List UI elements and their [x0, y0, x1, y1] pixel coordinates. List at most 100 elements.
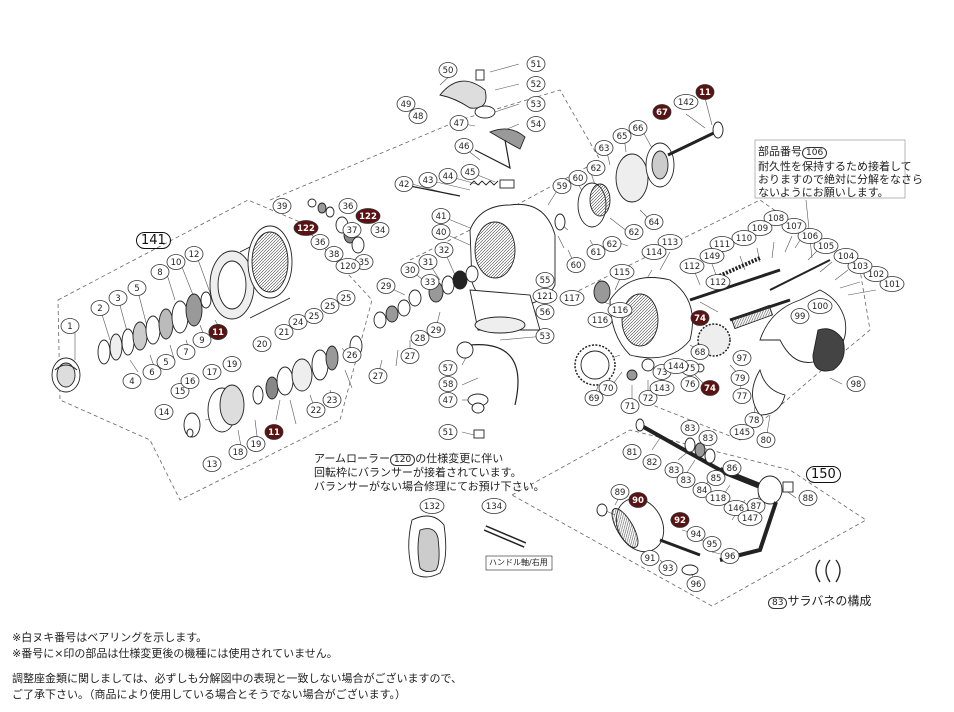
callout-circle [732, 388, 752, 404]
group-141-label: 141 [136, 232, 171, 249]
callout-number: 147 [742, 514, 758, 524]
part-callout-81: 81 [622, 444, 642, 460]
callout-circle [532, 288, 558, 304]
callout-circle [166, 254, 186, 270]
part-callout-23: 23 [322, 392, 342, 408]
callout-number: 92 [674, 516, 686, 526]
note-106-box [754, 139, 906, 199]
callout-number: 76 [685, 380, 696, 390]
callout-number: 28 [415, 334, 426, 344]
callout-circle [641, 244, 667, 260]
part-callout-2: 2 [90, 300, 110, 316]
callout-circle [156, 354, 176, 370]
callout-circle [747, 220, 773, 236]
callout-number: 100 [812, 302, 828, 312]
part-callout-19b: 19 [246, 436, 266, 452]
callout-number: 31 [423, 258, 434, 268]
part-callout-26: 26 [342, 347, 362, 363]
part-callout-25c: 25 [336, 290, 356, 306]
callout-number: 51 [531, 60, 542, 70]
part-callout-64: 64 [644, 214, 664, 230]
callout-circle [584, 390, 604, 406]
callout-circle [658, 560, 678, 576]
callout-number: 7 [183, 348, 188, 358]
callout-circle [706, 470, 726, 486]
note-106-line3: おりますので絶対に分解をなさら [758, 173, 923, 186]
callout-circle [699, 248, 725, 264]
callout-number: 25 [309, 312, 320, 322]
part-callout-83d: 83 [676, 472, 696, 488]
part-callout-114: 114 [641, 244, 667, 260]
callout-number: 103 [852, 262, 868, 272]
callout-circle [680, 376, 700, 392]
callout-circle [720, 548, 740, 564]
callout-number: 11 [268, 428, 280, 438]
part-callout-121: 121 [532, 288, 558, 304]
callout-number: 24 [293, 318, 304, 328]
callout-circle [202, 456, 222, 472]
callout-circle [790, 308, 810, 324]
part-callout-72: 72 [638, 390, 658, 406]
callout-number: 105 [818, 242, 834, 252]
callout-circle [705, 274, 731, 290]
part-callout-107: 107 [781, 218, 807, 234]
part-callout-77: 77 [732, 388, 752, 404]
callout-circle [288, 314, 308, 330]
footer-note-3: 調整座金類に関しましては、必ずしも分解図中の表現と一致しない場合がございますので… [12, 672, 463, 685]
callout-number: 116 [612, 306, 628, 316]
callout-circle [732, 350, 752, 366]
roller-note-line3: バランサーがない場合修理にてお預け下さい。 [314, 480, 545, 493]
part-callout-17: 17 [202, 364, 222, 380]
callout-number: 97 [737, 354, 748, 364]
callout-circle [638, 390, 658, 406]
part-callout-38: 38 [324, 246, 344, 262]
callout-circle [640, 550, 660, 566]
part-callout-1: 1 [60, 318, 80, 334]
callout-number: 36 [343, 202, 354, 212]
part-callout-80: 80 [756, 432, 776, 448]
callout-number: 26 [347, 351, 358, 361]
callout-number: 27 [373, 372, 384, 382]
callout-number: 20 [257, 340, 268, 350]
callout-number: 18 [233, 448, 244, 458]
part-callout-32: 32 [434, 242, 454, 258]
callout-circle [150, 264, 170, 280]
part-callout-62a: 62 [586, 160, 606, 176]
part-callout-118: 118 [705, 490, 731, 506]
callout-number: 5 [134, 284, 139, 294]
callout-circle [657, 234, 683, 250]
callout-circle [586, 160, 606, 176]
part-callout-122b: 122 [293, 220, 319, 236]
part-callout-147: 147 [737, 510, 763, 526]
part-callout-6: 6 [142, 364, 162, 380]
part-callout-47b: 47 [438, 392, 458, 408]
part-callout-116a: 116 [587, 312, 613, 328]
part-callout-53a: 53 [526, 96, 546, 112]
callout-number: 56 [540, 308, 551, 318]
callout-number: 35 [359, 258, 370, 268]
callout-number: 114 [646, 248, 662, 258]
callout-circle [419, 498, 445, 514]
part-callout-74b: 74 [700, 380, 720, 396]
callout-number: 68 [695, 348, 706, 358]
callout-circle [552, 178, 572, 194]
part-callout-86: 86 [722, 460, 742, 476]
callout-number: 57 [443, 364, 454, 374]
callout-number: 19 [227, 360, 238, 370]
callout-circle [722, 460, 742, 476]
callout-number: 47 [454, 119, 465, 129]
footer-note-4: ご了承下さい。（商品により使用している場合とそうでない場合がございます。） [12, 688, 407, 701]
callout-number: 21 [279, 328, 290, 338]
callout-circle [454, 138, 474, 154]
part-callout-111: 111 [709, 236, 735, 252]
callout-circle [322, 392, 342, 408]
callout-number: 74 [694, 314, 706, 324]
callout-number: 9 [199, 336, 204, 346]
part-callout-112b: 112 [705, 274, 731, 290]
callout-circle [272, 198, 292, 214]
callout-circle [342, 222, 362, 238]
callout-circle [763, 210, 789, 226]
callout-circle [700, 380, 720, 396]
part-callout-67: 67 [652, 104, 672, 120]
part-callout-149: 149 [699, 248, 725, 264]
